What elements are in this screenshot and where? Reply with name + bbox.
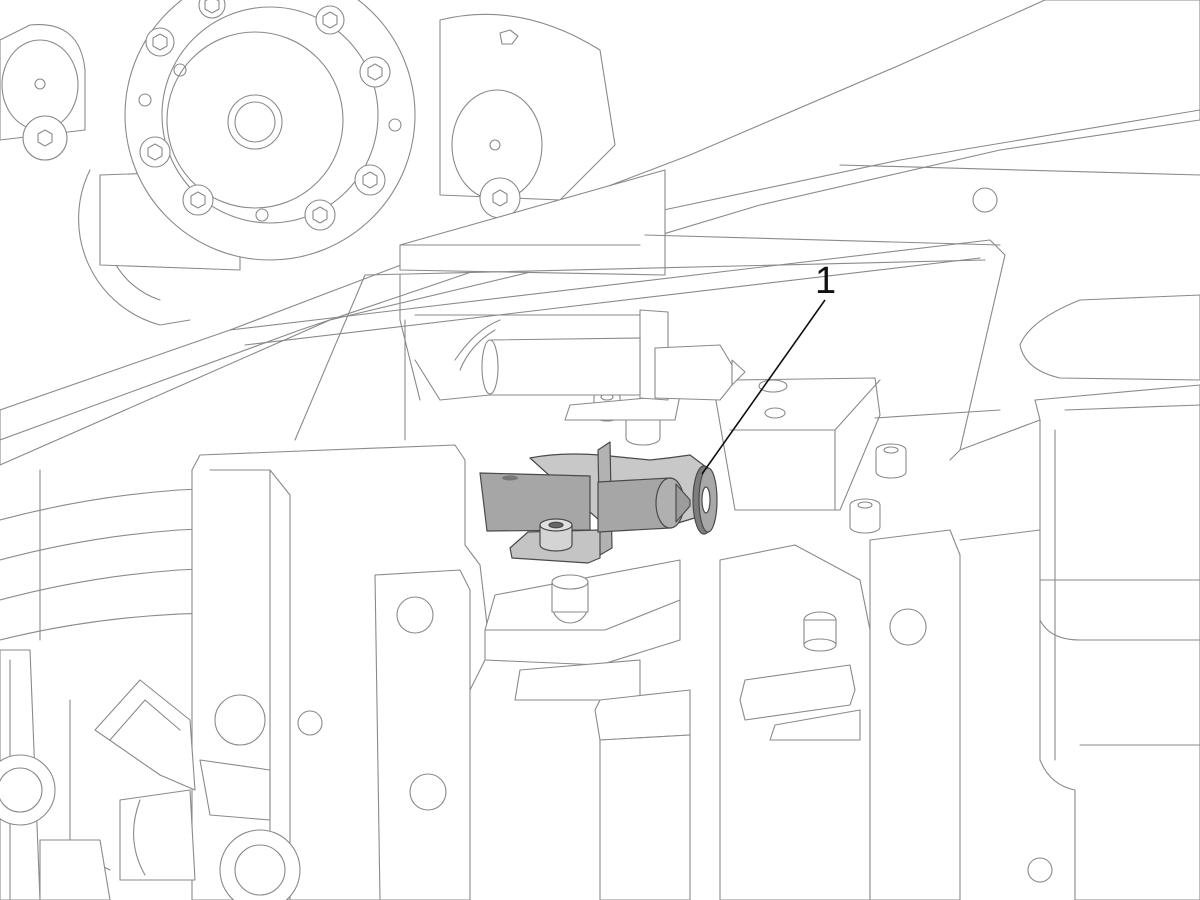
bracket-bolt xyxy=(539,518,573,552)
round-hub xyxy=(78,169,191,326)
center-support xyxy=(374,569,471,900)
pin-tip xyxy=(675,483,691,523)
lower-left-mechanism xyxy=(0,649,301,900)
rod-hole xyxy=(502,475,518,481)
pin-rod-left xyxy=(479,472,591,532)
upper-pin-assembly xyxy=(414,309,746,421)
callout-leader-1 xyxy=(701,299,826,475)
highlighted-pin-assembly xyxy=(479,441,718,564)
right-panel xyxy=(1019,294,1200,381)
callout-label-1: 1 xyxy=(815,260,837,302)
right-roller xyxy=(439,13,616,219)
washer xyxy=(692,465,718,535)
raised-platform xyxy=(714,377,881,511)
gear-bolts xyxy=(138,0,402,231)
left-roller xyxy=(0,24,86,161)
frame-rail-top xyxy=(229,239,1006,461)
